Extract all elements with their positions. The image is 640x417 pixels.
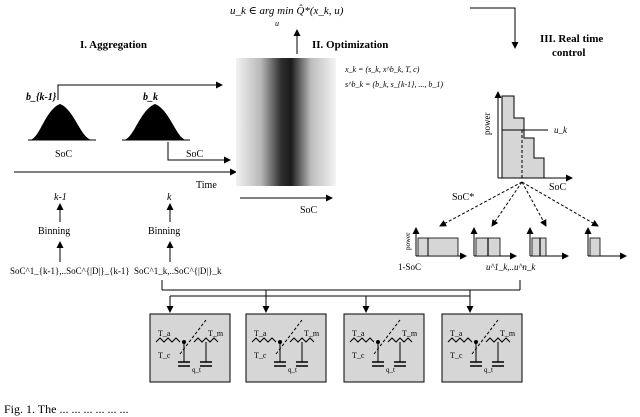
- b-curr-label: b_k: [143, 92, 158, 103]
- binning-curr-label: Binning: [148, 226, 180, 237]
- device-qt-label: q_t: [288, 366, 297, 374]
- realtime-panel: power SoC u_k SoC* power 1-SoC: [398, 91, 627, 272]
- soc-star-label: SoC*: [452, 192, 474, 203]
- device-2: T_a T_m T_c q_t: [245, 313, 327, 383]
- device-4: T_a T_m T_c q_t: [441, 313, 523, 383]
- time-label: Time: [196, 180, 217, 191]
- aggregation-panel: b_{k-1} b_k SoC SoC Time k-1 k Binning B…: [10, 81, 237, 276]
- b-prev-label: b_{k-1}: [26, 92, 57, 103]
- device-ta-label: T_a: [352, 329, 365, 338]
- device-ta-label: T_a: [450, 329, 463, 338]
- q-function-heatmap: [236, 58, 336, 186]
- formula-to-control-arrow: [470, 7, 519, 49]
- argmin-subscript: u: [275, 19, 279, 28]
- optimization-formula: u_k ∈ arg min Q̂*(x_k, u) u x_k = (s_k, …: [230, 4, 443, 89]
- device-curve-3: [526, 227, 569, 260]
- bid-curve: [501, 95, 545, 179]
- soc-label-curr: SoC: [186, 149, 204, 160]
- soc-list-curr: SoC^1_k,..SoC^{|D|}_k: [134, 266, 222, 276]
- power-small-label: power: [404, 232, 412, 250]
- bcurr-to-optimization-arrow: [167, 142, 231, 164]
- device-ta-label: T_a: [254, 329, 267, 338]
- dispatch-arrow-1: [439, 181, 523, 227]
- state-history-formula: s^b_k = (b_k, s_{k-1}, ..., b_1): [345, 80, 443, 89]
- soc-axis-label: SoC: [549, 182, 567, 193]
- device-tc-label: T_c: [254, 351, 267, 360]
- device-3: T_a T_m T_c q_t: [343, 313, 425, 383]
- optimization-panel: SoC: [236, 58, 336, 216]
- device-qt-label: q_t: [192, 366, 201, 374]
- one-minus-soc-label: 1-SoC: [398, 262, 421, 272]
- power-axis-label: power: [482, 113, 492, 136]
- dispatch-arrow-3: [521, 181, 547, 227]
- dispatch-arrow-2: [491, 181, 523, 227]
- device-tm-label: T_m: [208, 329, 224, 338]
- argmin-formula: u_k ∈ arg min Q̂*(x_k, u): [230, 4, 344, 17]
- soc-list-prev: SoC^1_{k-1},..SoC^{|D|}_{k-1}: [10, 266, 130, 276]
- device-1: T_a T_m T_c q_t: [149, 313, 231, 383]
- device-tm-label: T_m: [402, 329, 418, 338]
- device-curve-4: [584, 227, 627, 260]
- u-range-label: u^1_k,..u^n_k: [486, 262, 536, 272]
- histogram-curr: [124, 104, 186, 140]
- uk-label: u_k: [554, 125, 568, 135]
- binning-prev-label: Binning: [38, 226, 70, 237]
- device-tc-label: T_c: [158, 351, 171, 360]
- device-qt-label: q_t: [484, 366, 493, 374]
- aggregation-title: I. Aggregation: [80, 39, 147, 51]
- k-prev-label: k-1: [54, 192, 67, 203]
- device-tc-label: T_c: [352, 351, 365, 360]
- device-ta-label: T_a: [158, 329, 171, 338]
- device-curve-1: [412, 227, 467, 260]
- device-row: T_a T_m T_c q_t T_a T_m T_c q_t: [149, 313, 523, 383]
- histogram-prev: [30, 104, 92, 140]
- device-tm-label: T_m: [500, 329, 516, 338]
- realtime-title-line2: control: [552, 47, 585, 59]
- device-tm-label: T_m: [304, 329, 320, 338]
- bprev-to-optimization-arrow: [57, 81, 223, 100]
- device-qt-label: q_t: [386, 366, 395, 374]
- communication-bus: [161, 280, 521, 313]
- device-curve-2: [470, 227, 517, 260]
- realtime-title-line1: III. Real time: [540, 33, 603, 45]
- figure-caption: Fig. 1. The ... ... ... ... ... ...: [4, 402, 128, 416]
- device-tc-label: T_c: [450, 351, 463, 360]
- optimization-title: II. Optimization: [312, 39, 388, 51]
- state-formula: x_k = (s_k, x^b_k, T, c): [344, 65, 420, 74]
- optimization-soc-label: SoC: [300, 205, 318, 216]
- soc-label-prev: SoC: [55, 149, 73, 160]
- k-curr-label: k: [167, 192, 172, 203]
